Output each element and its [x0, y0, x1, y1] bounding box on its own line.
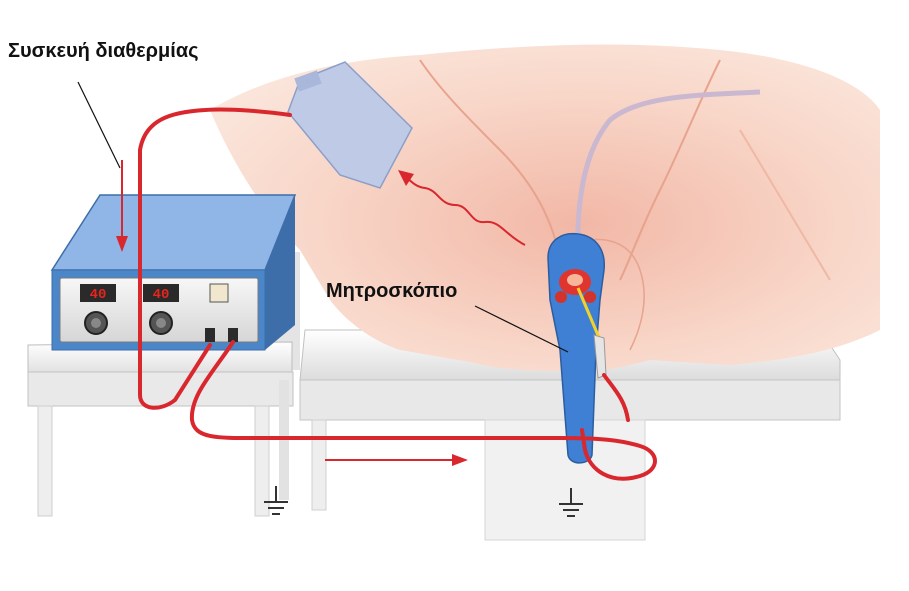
irrigation-tube — [575, 89, 761, 261]
diathermy-device: 40 40 — [50, 194, 297, 351]
hysteroscope-label: Μητροσκόπιο — [326, 280, 458, 302]
ground-symbol-icon — [559, 488, 583, 517]
cables — [138, 107, 657, 481]
device-label: Συσκευή διαθερμίας — [8, 40, 199, 62]
hysteroscope — [547, 232, 607, 464]
right-readout: 40 — [153, 287, 170, 303]
power-switch — [209, 283, 229, 303]
flow-arrows — [116, 160, 468, 466]
device-leader-line — [77, 81, 121, 169]
ground-symbol-icon — [264, 486, 288, 515]
return-pad — [287, 61, 413, 189]
down-arrow-icon — [116, 236, 128, 252]
right-arrow-icon — [452, 454, 468, 466]
left-table — [27, 252, 300, 517]
left-readout: 40 — [90, 287, 107, 303]
hysteroscope-leader-line — [474, 305, 569, 353]
left-readout-display — [80, 284, 116, 302]
right-readout-display — [143, 284, 179, 302]
wavy-current-arrow — [398, 170, 526, 246]
